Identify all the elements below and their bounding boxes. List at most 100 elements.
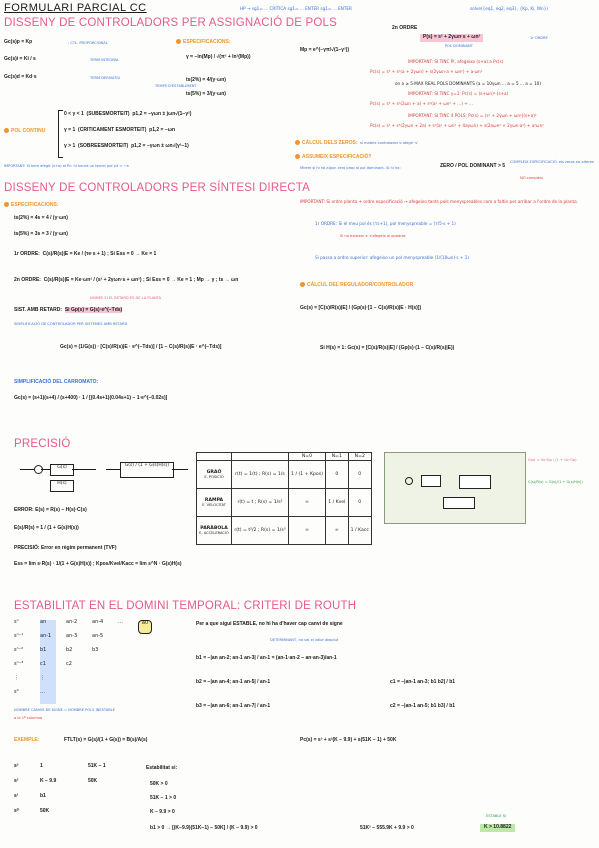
arrow-line	[172, 469, 188, 470]
sist-retard-formula: Si Gp(s) = G(s)·e^(−Tds)	[64, 307, 123, 313]
c1-formula: c1 = −|an-1 an-3; b1 b2| / b1	[390, 679, 456, 685]
bullet-icon	[176, 39, 181, 44]
order2-formula: P(s) = s² + 2γωn·s + ωn²	[420, 34, 484, 42]
case-cond: γ > 1	[64, 143, 76, 149]
calc-regulador: CÀLCUL DEL REGULADOR/CONTROLADOR	[300, 282, 413, 289]
table-cell: 0	[325, 460, 349, 490]
pol-continu-text: POL CONTINU	[11, 127, 46, 134]
case-under: 0 < γ < 1 (SUBESMORTEIT) p1,2 = −γωn ± j…	[64, 111, 192, 118]
arrow-line	[20, 469, 34, 470]
bullet-icon	[300, 282, 305, 287]
important-4poles: IMPORTANT: SI TINC 4 POLS: Pc(s) = (s² +…	[408, 113, 537, 118]
synth-ts5: ts(5%) = 3s = 3 / (γ·ωn)	[14, 231, 68, 237]
routh-cell: an-1	[40, 633, 56, 648]
sist-retard: SIST. AMB RETARD: Si Gp(s) = G(s)·e^(−Td…	[14, 307, 123, 314]
b3-formula: b3 = −|an an-6; an-1 an-7| / an-1	[196, 703, 271, 709]
routh-cell: an	[40, 619, 56, 634]
carromato-formula: Gc(s) = (s+1)(s+4) / (s+400) · 1 / [(0.4…	[14, 395, 168, 401]
routh-cell: ⋮	[40, 675, 56, 690]
case-name: (SUBESMORTEIT)	[86, 111, 130, 117]
routh-cell: an-3	[66, 633, 78, 639]
synth-order1: 1r ORDRE: C(s)/R(s)|E = Ke / (τe·s + 1) …	[14, 251, 156, 258]
retard-note: NOMÉS SI EL RETARD ÉS DE LA PLANTA	[90, 296, 162, 300]
assumeix: ASSUMEIX ESPECIFICACIÓ?	[295, 154, 371, 161]
spec-formula-mp: Mp = e^(−γπ/√(1−γ²))	[300, 47, 350, 53]
routh-cell: s¹	[14, 793, 19, 799]
b1-formula: b1 = −|an an-2; an-1 an-3| / an-1 = (an-…	[196, 655, 337, 661]
table-header-cell: N=2	[347, 451, 373, 462]
cond-2: 51K − 1 > 0	[150, 795, 177, 801]
spec-formula-ts5: ts(5%) = 3/(γ·ωn)	[186, 91, 226, 97]
ess-line: Ess = lim s·R(s) · 1/(1 + G(s)H(s)) ; Kp…	[14, 561, 182, 567]
solve-note: solve({eq1, eq2, eq3}, {Kp, Ki, Wn})	[470, 6, 549, 11]
bullet-icon	[295, 140, 300, 145]
routh-cell: s⁰	[14, 808, 19, 814]
routh-cell: c1	[40, 661, 56, 676]
case-over: γ > 1 (SOBREESMORTEIT) p1,2 = −γωn ± ωn√…	[64, 143, 189, 150]
row-sub: E. VELOCITAT	[202, 502, 226, 507]
spec-title-text: ESPECIFICACIONS:	[183, 38, 231, 45]
routh-cell: s²	[14, 778, 19, 784]
block-closed-loop: G(s) / (1 + G(s)H(s))	[120, 462, 174, 478]
order2-formula: C(s)/R(s)|E = Ke·ωn² / (s² + 2γωn·s + ωn…	[43, 277, 142, 283]
hp-note: HP → sg1= ... CRITICA sg1= ... ENTER sg1…	[240, 6, 352, 11]
routh-cell: an-4	[92, 619, 104, 625]
gc-retard-formula: Gc(s) = (1/G(s)) · [C(s)/R(s)|E · e^(−Td…	[60, 344, 222, 350]
table-cell: r(t) = t²/2 ; R(s) = 1/s³	[231, 516, 289, 546]
gc-integral-note: TERM INTEGRAL	[90, 58, 120, 62]
case-poles: p1,2 = −γωn ± ωn√(γ²−1)	[131, 143, 189, 149]
important-gamma1: IMPORTANT: SI TINC γ=1: Pc(s) = (s+ωn)²·…	[408, 91, 509, 96]
routh-cell: K − 9.9	[40, 778, 57, 784]
block-g: G(s)	[50, 464, 74, 476]
precisio-line: PRECISIÓ: Error en règim permanent (TVF)	[14, 545, 117, 551]
routh-cell: s³	[14, 763, 19, 769]
routh-cell: b3	[92, 647, 99, 653]
pol-continu: POL CONTINU	[4, 128, 45, 135]
routh-cell: a0	[138, 620, 152, 634]
order1-formula: C(s)/R(s)|E = Ke / (τe·s + 1)	[42, 251, 106, 257]
assumeix-note: Mirem si hi ha algun zero prop al pol do…	[300, 166, 401, 170]
case-cond: γ = 1	[64, 127, 76, 133]
important-third-pole: IMPORTANT: Si hem afegit (s+a) al Pc: hi…	[4, 164, 129, 168]
pc-gamma1-formula: Pc(s) = s³ + s²(2ωn + a) + s²(a² + ωn² +…	[370, 101, 474, 106]
row-name: PARÀBOLA	[200, 525, 228, 531]
case-name: (SOBREESMORTEIT)	[78, 143, 129, 149]
simplif-retard: SIMPLIFICACIÓ DE CONTROLADOR PER SISTEME…	[14, 322, 128, 326]
block-closed-loop-label: G(s) / (1 + G(s)H(s))	[124, 463, 170, 468]
calc-zeros: CÀLCUL DELS ZEROS:	[295, 140, 357, 147]
calc-zeros-text: CÀLCUL DELS ZEROS:	[302, 139, 358, 146]
routh-row: s⁰…	[14, 689, 152, 704]
bullet-icon	[4, 128, 9, 133]
routh-cell: …	[40, 689, 56, 704]
row-sub: E. POSICIÓ	[204, 474, 224, 479]
section-title-precisio: PRECISIÓ	[14, 438, 71, 450]
b1-cond: b1 > 0 → [(K−9.9)(51K−1) − 50K] / (K − 9…	[150, 825, 258, 831]
caption-g: G(s) = Gc·Gp / (1 + Gc·Gp)	[528, 458, 577, 462]
assumeix-text: ASSUMEIX ESPECIFICACIÓ?	[302, 153, 372, 160]
cond-3: K − 9.9 > 0	[150, 809, 175, 815]
case-critical: γ = 1 (CRITICAMENT ESMORTEIT) p1,2 = −ωn	[64, 127, 175, 134]
case-poles: p1,2 = −γωn ± jωn√(1−γ²)	[132, 111, 192, 117]
row-name: GRAÓ	[206, 469, 222, 475]
arrow-line	[72, 469, 96, 470]
row-sub: E. ACCELERACIÓ	[199, 530, 229, 535]
order1-pol-menyspreable: 1r ORDRE: Si el meu pol és (τs+1), pol m…	[315, 221, 456, 226]
exemple-label: EXEMPLE:	[14, 737, 40, 743]
block-gc	[421, 475, 441, 487]
gc-derivative-note: TERM DERIVATIU	[90, 76, 121, 80]
page-title: FORMULARI PARCIAL CC	[4, 2, 147, 14]
order2-rule: ; Si Ess = 0 → Ke = 1 ; Mp → γ ; ts → ωn	[142, 277, 239, 283]
order1-note: 1r ORDRE	[530, 36, 548, 40]
spec-formula-gamma: γ = −ln(Mp) / √(π² + ln²(Mp))	[186, 54, 251, 60]
block-h-label: H(s)	[57, 481, 67, 486]
a-condition: on a ≥ 5·MAX REAL POLS DOMINANTS (a = 10…	[395, 81, 541, 86]
